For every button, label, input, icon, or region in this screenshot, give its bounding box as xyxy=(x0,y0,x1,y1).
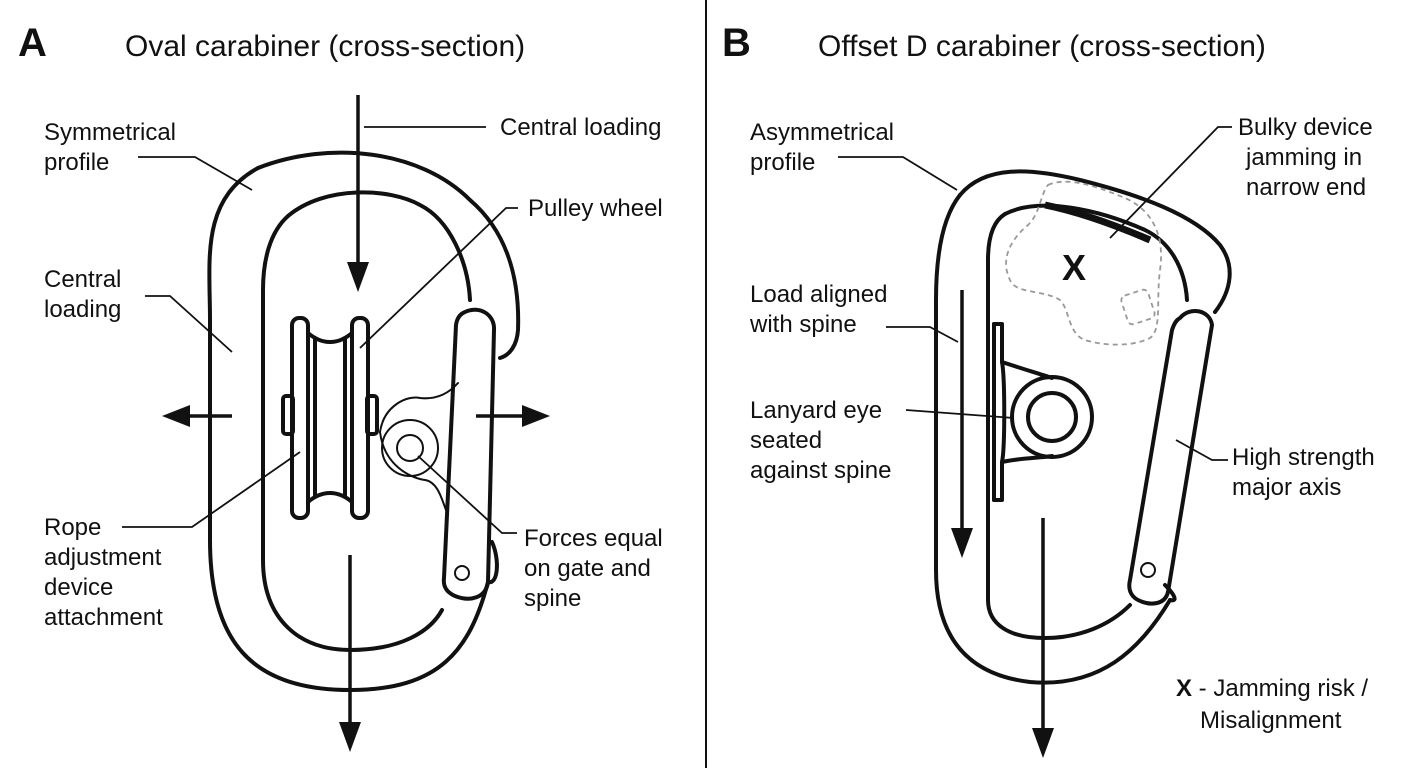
panel-a-title: Oval carabiner (cross-section) xyxy=(125,30,525,63)
panel-b: B Offset D carabiner (cross-section) X xyxy=(722,21,1375,758)
leader-lines-a xyxy=(122,126,518,534)
label-central-loading-top: Central loading xyxy=(500,114,661,141)
offset-d-carabiner-gate xyxy=(1127,308,1214,606)
leader-lines-b xyxy=(838,126,1232,461)
rope-adjustment-device xyxy=(379,382,459,511)
oval-carabiner-body xyxy=(207,150,521,692)
panel-b-title: Offset D carabiner (cross-section) xyxy=(818,30,1266,63)
label-pulley-wheel: Pulley wheel xyxy=(528,195,663,222)
legend-line-2: Misalignment xyxy=(1200,707,1342,734)
lanyard-eye xyxy=(992,322,1094,502)
panel-b-letter: B xyxy=(722,21,751,65)
jamming-legend: X - Jamming risk / Misalignment xyxy=(1176,675,1368,734)
legend-line-1: X - Jamming risk / xyxy=(1176,675,1368,702)
panel-a: A Oval carabiner (cross-section) xyxy=(18,21,663,752)
legend-text-1: - Jamming risk / xyxy=(1192,675,1368,702)
load-arrows-a xyxy=(162,95,550,752)
panel-a-letter: A xyxy=(18,21,47,65)
bulky-device-dashed: X xyxy=(1005,180,1162,346)
oval-carabiner-gate xyxy=(441,307,496,601)
jamming-x-marker: X xyxy=(1062,247,1086,288)
legend-x-symbol: X xyxy=(1176,675,1192,702)
offset-d-carabiner-body xyxy=(934,169,1232,685)
load-arrows-b xyxy=(951,290,1054,758)
pulley-wheel xyxy=(281,316,379,520)
